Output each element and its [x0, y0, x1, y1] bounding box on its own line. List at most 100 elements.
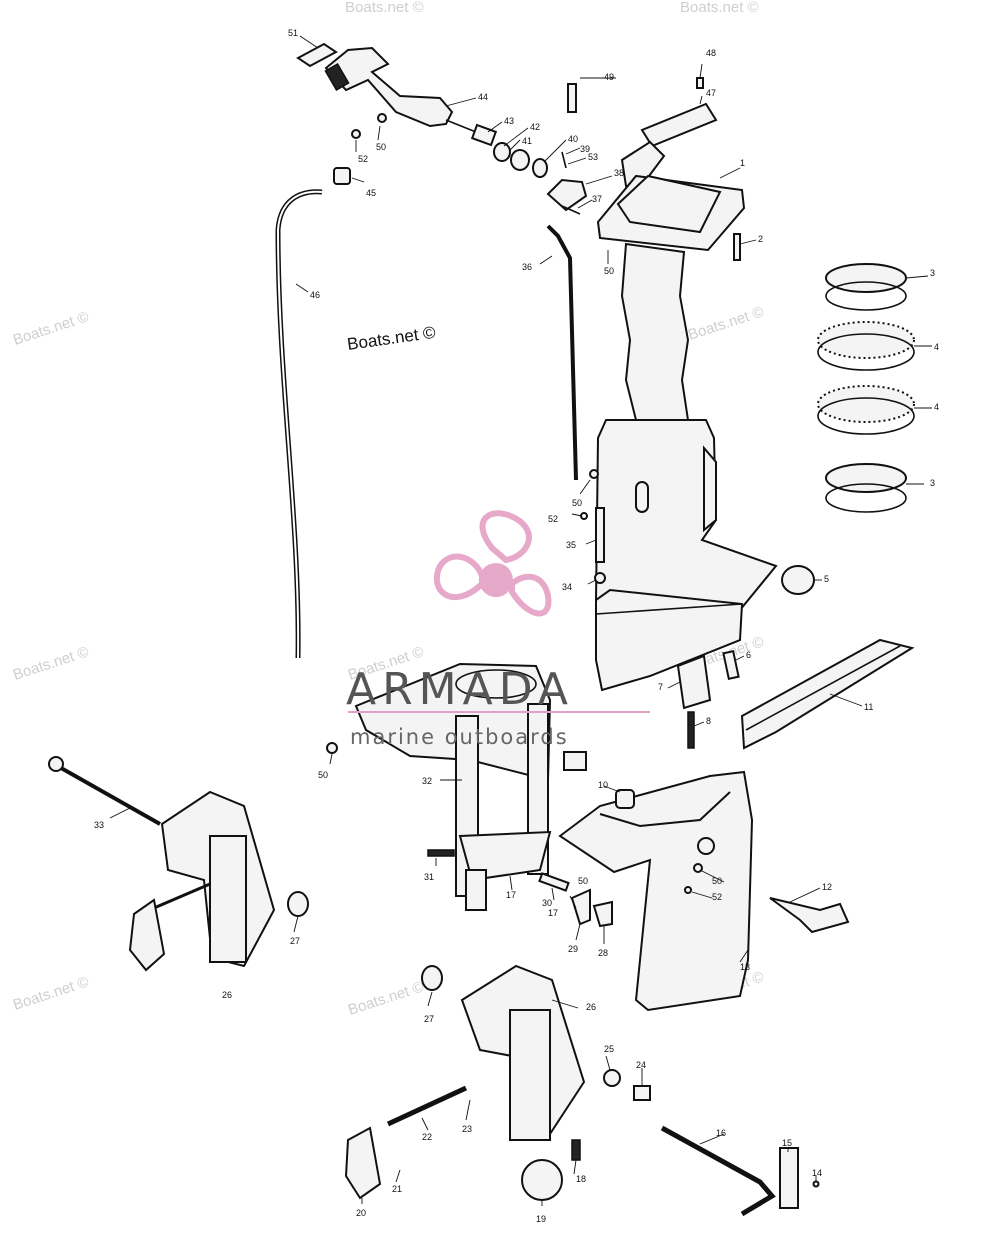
clamp-hole — [697, 837, 715, 855]
callout-47: 47 — [706, 88, 716, 98]
bracket-38 — [546, 178, 588, 212]
callout-36: 36 — [522, 262, 532, 272]
callout-3: 3 — [930, 268, 935, 278]
pad-27-right — [421, 965, 443, 991]
callout-4: 4 — [934, 402, 939, 412]
swivel-ring — [455, 669, 537, 699]
callout-50: 50 — [604, 266, 614, 276]
nut-50-swivel — [326, 742, 338, 754]
watermark: Boats.net © — [686, 303, 766, 343]
washer-40 — [532, 158, 548, 178]
callout-46: 46 — [310, 290, 320, 300]
clamp-bracket-13 — [558, 770, 754, 1012]
pin-49 — [567, 83, 577, 113]
swivel-foot — [465, 869, 487, 911]
callout-6: 6 — [746, 650, 751, 660]
washer-25 — [603, 1069, 621, 1087]
brand-tagline: marine outboards — [350, 725, 569, 749]
pin-6 — [722, 650, 740, 680]
callout-2: 2 — [758, 234, 763, 244]
callout-38: 38 — [614, 168, 624, 178]
tiller-handle-44 — [324, 46, 454, 128]
screw-39 — [561, 151, 567, 169]
clamp-curve — [599, 791, 731, 828]
clamp-plate-left — [209, 835, 247, 963]
callout-52: 52 — [712, 892, 722, 902]
callout-51: 51 — [288, 28, 298, 38]
watermark: Boats.net © — [11, 643, 91, 683]
driveshaft-housing-1 — [594, 174, 778, 692]
callout-14: 14 — [812, 1168, 822, 1178]
ring-3-bottom — [825, 463, 907, 493]
callout-50: 50 — [578, 876, 588, 886]
housing-skeg — [595, 588, 744, 692]
callout-12: 12 — [822, 882, 832, 892]
callout-18: 18 — [576, 1174, 586, 1184]
decal-51 — [296, 42, 338, 68]
spacer-10 — [615, 789, 635, 809]
callout-35: 35 — [566, 540, 576, 550]
callout-labels: 1 2 3 3 4 4 5 6 7 8 10 11 12 13 14 15 16… — [94, 28, 939, 1224]
callout-48: 48 — [706, 48, 716, 58]
bearing-4-bottom — [817, 385, 915, 423]
plate-15 — [779, 1147, 799, 1209]
callout-39: 39 — [580, 144, 590, 154]
screw-48 — [696, 77, 704, 89]
bearing-4-bottom-bottom — [817, 397, 915, 435]
armada-logo: ARMADA marine outboards — [346, 510, 650, 749]
callout-8: 8 — [706, 716, 711, 726]
callout-49: 49 — [604, 72, 614, 82]
callout-10: 10 — [598, 780, 608, 790]
lever-29 — [570, 888, 591, 926]
nut-50-housing — [589, 469, 599, 479]
anode-7 — [676, 654, 712, 710]
callout-42: 42 — [530, 122, 540, 132]
callout-29: 29 — [568, 944, 578, 954]
washer-52-clamp — [684, 886, 692, 894]
screw-14 — [812, 1180, 820, 1188]
callout-40: 40 — [568, 134, 578, 144]
bearing-4-top — [817, 321, 915, 359]
callout-23: 23 — [462, 1124, 472, 1134]
callout-19: 19 — [536, 1214, 546, 1224]
rings — [817, 263, 915, 513]
callout-15: 15 — [782, 1138, 792, 1148]
callout-22: 22 — [422, 1132, 432, 1142]
housing-slot — [635, 481, 649, 513]
block-9 — [563, 751, 587, 771]
swivel-bracket-32 — [354, 662, 587, 911]
callout-11: 11 — [864, 702, 873, 712]
callout-4: 4 — [934, 342, 939, 352]
bushing-43 — [470, 123, 498, 147]
callout-1: 1 — [740, 158, 745, 168]
steering-handle-assembly — [296, 42, 588, 215]
callout-28: 28 — [598, 948, 608, 958]
swivel-bottom — [458, 830, 552, 882]
cover-plate-47 — [640, 102, 718, 148]
callout-26: 26 — [222, 990, 232, 1000]
bolt-35 — [595, 507, 605, 563]
bolt-2 — [733, 233, 741, 261]
housing-ridge — [595, 603, 743, 615]
bolt-33-head — [48, 756, 64, 772]
callout-21: 21 — [392, 1184, 402, 1194]
nut-50 — [377, 113, 387, 123]
washer-41 — [510, 149, 530, 171]
plug-5 — [781, 565, 815, 595]
callout-17: 17 — [548, 908, 558, 918]
callout-17: 17 — [506, 890, 516, 900]
throttle-rod-46-inner — [276, 190, 323, 659]
ring-3-top — [825, 263, 907, 293]
watermark: Boats.net © — [346, 978, 426, 1018]
leader-lines — [109, 35, 932, 1206]
handle-grip — [324, 62, 350, 92]
clip-28 — [592, 900, 613, 928]
callout-50: 50 — [712, 876, 722, 886]
callout-52: 52 — [358, 154, 368, 164]
clamp-plate-right — [509, 1009, 551, 1141]
strip-groove — [745, 645, 901, 731]
callout-50: 50 — [572, 498, 582, 508]
callout-50: 50 — [376, 142, 386, 152]
